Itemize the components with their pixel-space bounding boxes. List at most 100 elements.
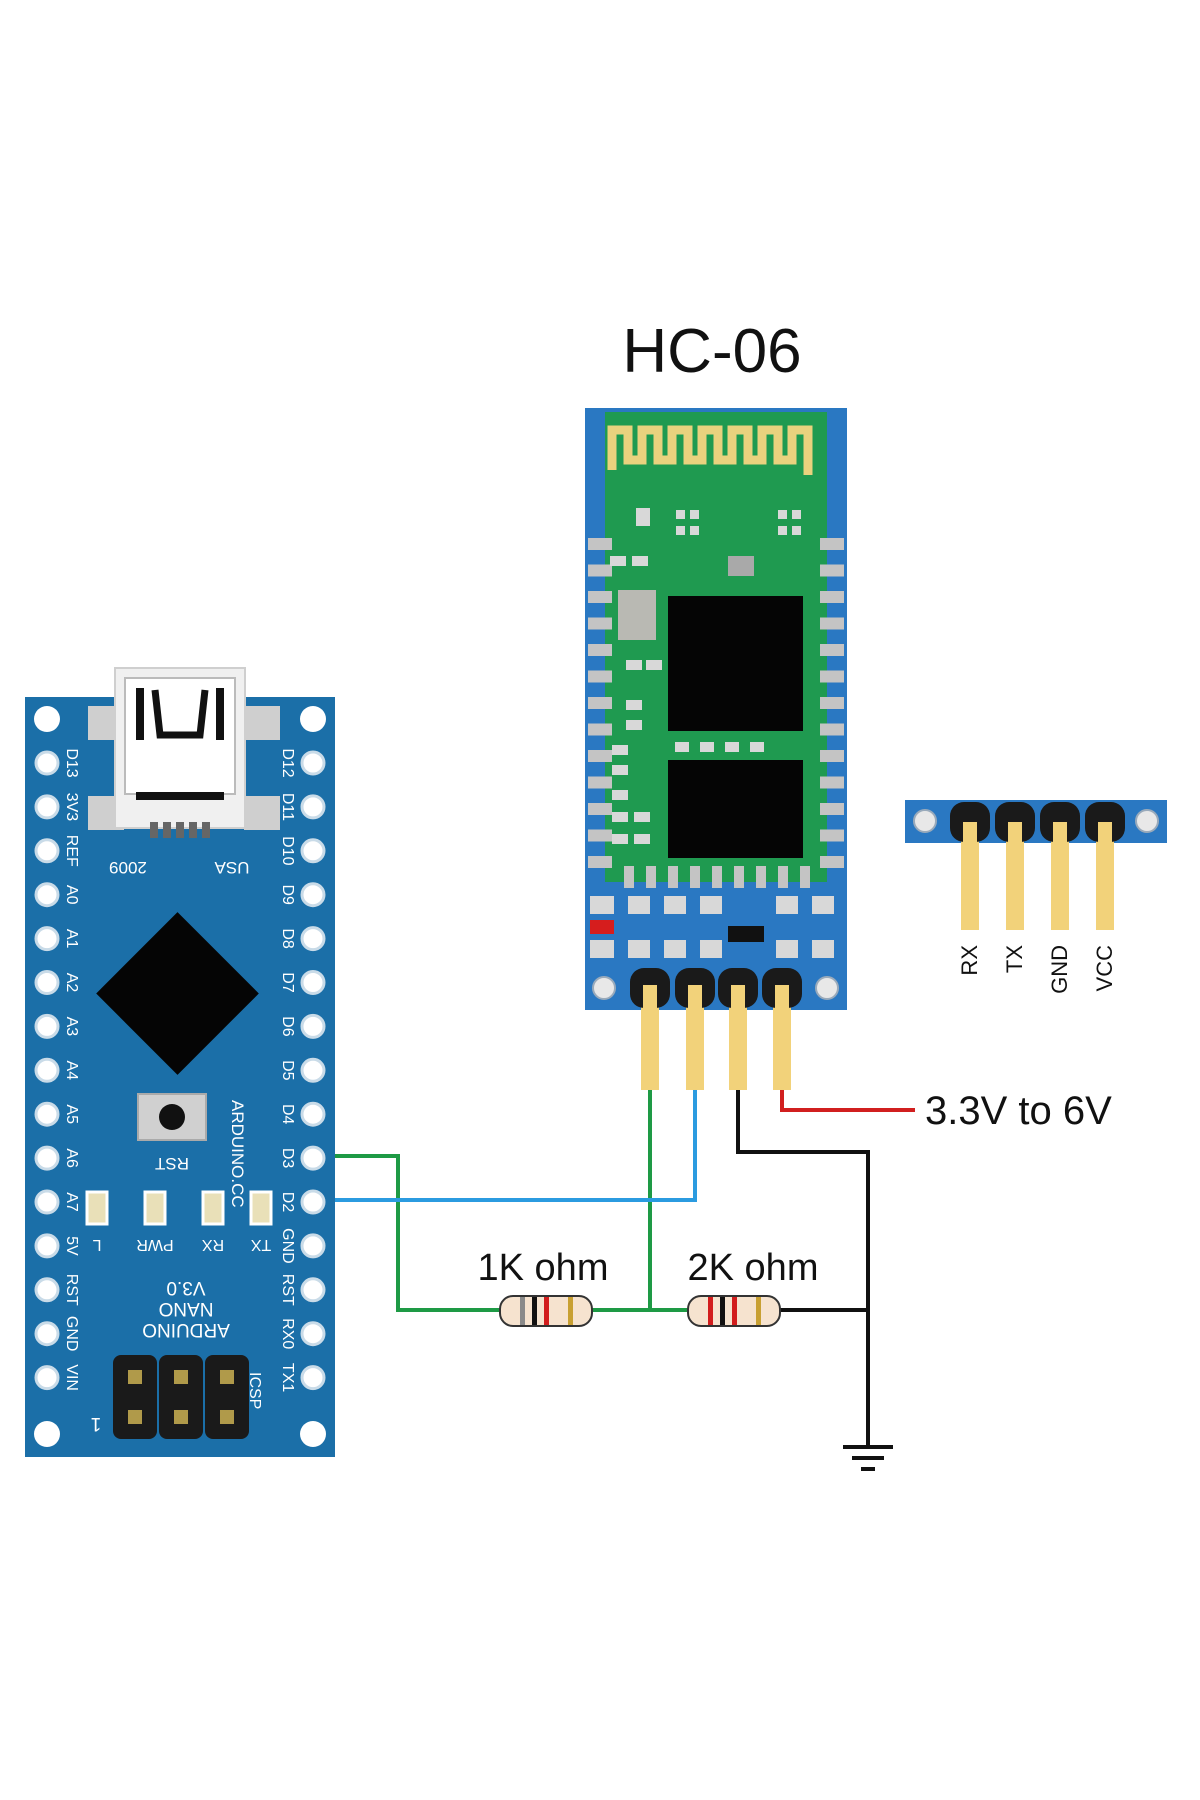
nano-pin-rx0 [300,1321,326,1347]
nano-pin-label-gnd: GND [63,1316,80,1352]
hc06-pad [588,776,612,789]
nano-pin-label-a3: A3 [63,1017,80,1037]
header-label-vcc: VCC [1092,945,1117,992]
hc06-module [585,408,847,1090]
hc06-pad [588,803,612,815]
nano-pin-label-d10: D10 [279,836,296,865]
header-hole-right [1135,809,1159,833]
board-name-2: NANO [159,1298,214,1319]
led-label-l: L [92,1236,101,1253]
nano-pin-d8 [300,926,326,952]
wire-d2-to-tx [313,1090,697,1202]
hc06-pad [820,776,844,789]
nano-pin-d10 [300,838,326,864]
module-title: HC-06 [622,317,801,386]
hc06-pad [756,866,766,888]
board-version: V3.0 [166,1277,205,1298]
resistor-2k-label: 2K ohm [688,1247,819,1289]
hc06-pad [820,723,844,736]
nano-pin-3v3 [34,794,60,820]
usb-year: 2009 [109,858,147,877]
hc06-pad [588,723,612,736]
hc06-pad [588,591,612,603]
hc06-pad [624,866,634,888]
nano-pin-label-rst: RST [63,1274,80,1306]
hc06-pad [588,564,612,577]
icsp-header [113,1355,249,1439]
nano-pin-d9 [300,882,326,908]
resistor-1k-label: 1K ohm [478,1247,609,1289]
nano-pin-d12 [300,750,326,776]
hc06-pad [800,866,810,888]
nano-pin-d11 [300,794,326,820]
nano-hole-tr [300,706,326,732]
nano-pin-label-a2: A2 [63,973,80,993]
hc06-pad [668,866,678,888]
hc06-header-pins [630,968,802,1090]
nano-pin-label-ref: REF [63,835,80,867]
nano-pin-label-d11: D11 [279,793,296,821]
hc06-pad [588,644,612,656]
nano-pin-5v [34,1233,60,1259]
reset-button [137,1093,207,1141]
hc06-header-pin-exposed [688,985,702,1090]
hc06-pad [588,538,612,550]
nano-pin-label-rx0: RX0 [279,1318,296,1349]
hc06-pad [820,697,844,709]
hc06-pad [820,538,844,550]
nano-pin-tx1 [300,1365,326,1391]
nano-pin-vin [34,1365,60,1391]
hc06-pad [588,670,612,683]
nano-pin-d6 [300,1013,326,1039]
nano-hole-bl [34,1421,60,1447]
nano-pin-a7 [34,1189,60,1215]
header-detail-pin-exposed [1008,822,1022,930]
nano-pin-label-d9: D9 [279,884,296,905]
hc06-left-pads [588,538,612,868]
nano-pin-d13 [34,750,60,776]
nano-pin-label-a7: A7 [63,1192,80,1212]
hc06-pad [820,564,844,577]
nano-pin-label-d3: D3 [279,1148,296,1169]
header-detail-pin-exposed [963,822,977,930]
hc06-pad [588,697,612,709]
resistor-2k [687,1295,781,1327]
nano-pin-label-d7: D7 [279,972,296,993]
nano-pin-label-d4: D4 [279,1104,296,1125]
nano-pin-a3 [34,1013,60,1039]
header-label-gnd: GND [1047,945,1072,994]
header-label-tx: TX [1002,945,1027,973]
nano-pin-rst [300,1277,326,1303]
header-strip [905,800,1167,843]
nano-pin-label-3v3: 3V3 [63,793,80,822]
nano-pin-rst [34,1277,60,1303]
wire-d3-to-rx [313,1154,505,1312]
reset-label: RST [155,1154,189,1173]
resistor-1k [499,1295,593,1327]
nano-pin-d7 [300,970,326,995]
nano-pin-gnd [300,1233,326,1259]
nano-pin-ref [34,838,60,864]
hc06-pad [712,866,722,888]
hc06-chip-2 [668,760,803,858]
hc06-pad [734,866,744,888]
hc06-pad [820,617,844,630]
nano-pin-a1 [34,926,60,952]
hc06-bottom-pads [624,866,810,888]
nano-pin-label-a1: A1 [63,929,80,949]
site-label: ARDUINO.CC [228,1100,247,1208]
wires [313,1090,915,1445]
nano-hole-tl [34,706,60,732]
hc06-pad [820,803,844,815]
hc06-right-pads [820,538,844,868]
usb-connector [88,667,280,838]
hc06-pad [588,617,612,630]
nano-pin-label-vin: VIN [63,1364,80,1391]
nano-pin-label-a4: A4 [63,1061,80,1081]
hc06-crystal [618,590,656,640]
hc06-pad [820,856,844,868]
nano-pin-d3 [300,1145,326,1171]
